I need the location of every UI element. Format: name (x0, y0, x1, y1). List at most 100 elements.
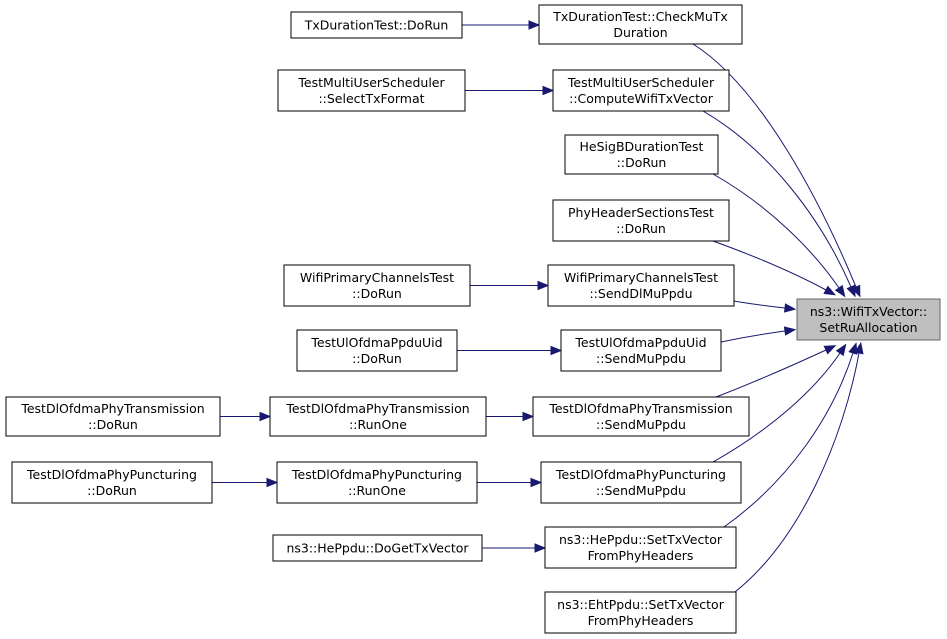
node-dlpunct-sendmu[interactable]: TestDlOfdmaPhyPuncturing::SendMuPpdu (540, 461, 742, 504)
node-box (560, 329, 722, 372)
node-dlpunct-runone[interactable]: TestDlOfdmaPhyPuncturing::RunOne (276, 461, 478, 504)
edge-8-arrowhead (848, 342, 858, 355)
node-label-line: TestDlOfdmaPhyPuncturing (291, 467, 462, 482)
node-select-tx-format[interactable]: TestMultiUserScheduler::SelectTxFormat (277, 69, 466, 112)
edge-1-arrowhead (846, 284, 856, 298)
edge-compute_wifi_tx-to-target (702, 110, 856, 298)
edge-line (692, 43, 857, 288)
node-label-line: TestDlOfdmaPhyPuncturing (555, 467, 726, 482)
node-dltrans-runone[interactable]: TestDlOfdmaPhyTransmission::RunOne (269, 396, 487, 437)
node-box (532, 396, 750, 437)
edge-dltrans_sendmu-to-target (715, 345, 837, 398)
edge-heppdu_settx-to-target (723, 342, 858, 528)
edge-dlpunct_sendmu-to-target (712, 343, 847, 463)
edge-ehtppdu_settx-to-target (734, 341, 864, 593)
node-box (5, 396, 221, 437)
nodes-layer: ns3::WifiTxVector::SetRuAllocation TxDura… (5, 4, 941, 634)
node-box (277, 69, 466, 112)
node-label-line: ::RunOne (348, 483, 406, 498)
edge-line (723, 352, 854, 528)
node-dltrans-dorun[interactable]: TestDlOfdmaPhyTransmission::DoRun (5, 396, 221, 437)
node-label-line: SetRuAllocation (819, 320, 917, 335)
node-box (272, 534, 483, 562)
node-label-line: ns3::WifiTxVector:: (810, 304, 927, 319)
node-label-line: ::SendDlMuPpdu (589, 286, 692, 301)
node-box (564, 134, 719, 175)
edge-line (712, 173, 840, 289)
node-compute-wifi-tx[interactable]: TestMultiUserScheduler::ComputeWifiTxVec… (552, 69, 730, 112)
node-label-line: ::DoRun (87, 483, 137, 498)
edge-txdur_dorun-to-check_mu_tx (462, 20, 541, 30)
node-hesigb-dorun[interactable]: HeSigBDurationTest::DoRun (564, 134, 719, 175)
edge-dlpunct_runone-to-dlpunct_sendmu (477, 477, 543, 488)
edge-heppdu_doget-to-heppdu_settx (482, 543, 547, 553)
node-label-line: ::SelectTxFormat (318, 91, 424, 106)
node-label-line: TestMultiUserScheduler (297, 75, 445, 90)
edge-16-arrowhead (530, 477, 543, 488)
node-dlpunct-dorun[interactable]: TestDlOfdmaPhyPuncturing::DoRun (11, 461, 213, 504)
node-box (296, 329, 458, 372)
edge-17-arrowhead (266, 477, 279, 488)
node-box (290, 11, 463, 39)
node-label-line: TestDlOfdmaPhyTransmission (20, 401, 204, 416)
node-label-line: ::SendMuPpdu (596, 483, 686, 498)
node-box (538, 4, 743, 45)
node-ulofdma-sendmu[interactable]: TestUlOfdmaPpduUid::SendMuPpdu (560, 329, 722, 372)
node-label-line: HeSigBDurationTest (580, 139, 704, 154)
node-primary-dorun[interactable]: WifiPrimaryChannelsTest::DoRun (283, 264, 471, 307)
node-target[interactable]: ns3::WifiTxVector::SetRuAllocation (796, 298, 941, 341)
edge-line (712, 352, 841, 463)
node-txdur-dorun[interactable]: TxDurationTest::DoRun (290, 11, 463, 39)
node-dltrans-sendmu[interactable]: TestDlOfdmaPhyTransmission::SendMuPpdu (532, 396, 750, 437)
edge-dltrans_runone-to-dltrans_sendmu (486, 411, 535, 422)
node-box (796, 298, 941, 341)
node-label-line: ns3::HePpdu::DoGetTxVector (286, 541, 469, 556)
node-box (552, 69, 730, 112)
edge-13-arrowhead (550, 345, 563, 356)
node-label-line: FromPhyHeaders (588, 548, 694, 563)
node-box (552, 199, 730, 242)
node-label-line: ns3::HePpdu::SetTxVector (559, 532, 723, 547)
edge-6-arrowhead (823, 345, 837, 355)
edge-9-arrowhead (854, 341, 864, 355)
node-label-line: PhyHeaderSectionsTest (568, 205, 714, 220)
edge-5-arrowhead (783, 326, 797, 336)
node-heppdu-doget[interactable]: ns3::HePpdu::DoGetTxVector (272, 534, 483, 562)
node-label-line: FromPhyHeaders (588, 613, 694, 628)
edge-primary_senddl-to-target (733, 300, 797, 313)
edge-line (702, 110, 852, 288)
node-phyheader-dorun[interactable]: PhyHeaderSectionsTest::DoRun (552, 199, 730, 242)
edge-line (715, 349, 827, 398)
node-label-line: ::DoRun (352, 286, 402, 301)
edge-line (733, 300, 786, 309)
node-label-line: ::SendMuPpdu (596, 351, 686, 366)
edge-dlpunct_dorun-to-dlpunct_runone (212, 477, 279, 488)
node-ulofdma-dorun[interactable]: TestUlOfdmaPpduUid::DoRun (296, 329, 458, 372)
node-label-line: ::DoRun (616, 221, 666, 236)
node-label-line: TestUlOfdmaPpduUid (574, 335, 706, 350)
edge-10-arrowhead (528, 20, 541, 30)
edge-select_tx_format-to-compute_wifi_tx (465, 85, 555, 96)
edge-18-arrowhead (534, 543, 547, 553)
edge-hesigb_dorun-to-target (712, 173, 846, 298)
node-label-line: TxDurationTest::CheckMuTx (552, 9, 728, 24)
node-label-line: WifiPrimaryChannelsTest (300, 270, 454, 285)
node-primary-senddl[interactable]: WifiPrimaryChannelsTest::SendDlMuPpdu (547, 264, 735, 307)
node-label-line: ::DoRun (88, 417, 138, 432)
edge-ulofdma_sendmu-to-target (720, 326, 797, 343)
node-box (269, 396, 487, 437)
node-label-line: Duration (613, 25, 667, 40)
edge-3-arrowhead (823, 285, 836, 296)
node-box (276, 461, 478, 504)
node-label-line: ::DoRun (617, 155, 667, 170)
node-box (540, 461, 742, 504)
node-box (544, 591, 737, 634)
node-label-line: TestDlOfdmaPhyTransmission (285, 401, 469, 416)
node-label-line: ::DoRun (352, 351, 402, 366)
node-label-line: ::SendMuPpdu (596, 417, 686, 432)
node-label-line: TestMultiUserScheduler (567, 75, 715, 90)
